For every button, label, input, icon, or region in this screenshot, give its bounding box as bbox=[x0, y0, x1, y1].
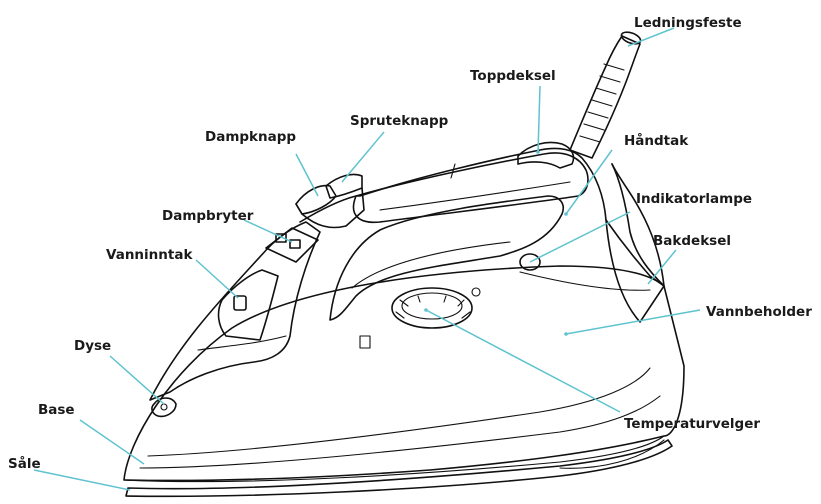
leader-sale bbox=[34, 470, 130, 490]
leader-dot-vannbeholder bbox=[564, 332, 568, 336]
label-toppdeksel: Toppdeksel bbox=[470, 68, 556, 84]
label-handtak: Håndtak bbox=[624, 132, 689, 149]
leader-toppdeksel bbox=[538, 86, 540, 152]
label-dyse: Dyse bbox=[74, 338, 111, 354]
leader-dot-toppdeksel bbox=[536, 150, 540, 154]
label-sale: Såle bbox=[8, 455, 41, 472]
leader-vanninntak bbox=[196, 260, 238, 298]
handle-opening-drawing bbox=[330, 196, 563, 320]
handle-drawing bbox=[353, 153, 587, 222]
label-base: Base bbox=[38, 402, 75, 418]
leader-dot-temperaturvelger bbox=[424, 308, 428, 312]
top-cover-drawing bbox=[518, 143, 574, 169]
label-temperaturvelger: Temperaturvelger bbox=[624, 416, 760, 432]
label-vannbeholder: Vannbeholder bbox=[706, 304, 812, 320]
soleplate-drawing bbox=[126, 440, 672, 496]
leader-spruteknapp bbox=[342, 132, 384, 182]
label-ledningsfeste: Ledningsfeste bbox=[634, 15, 742, 31]
soleplate-edge bbox=[124, 436, 664, 482]
base-skirt-line-2 bbox=[148, 368, 650, 456]
steam-button-drawing bbox=[296, 186, 336, 214]
leader-indikatorlampe bbox=[530, 212, 630, 262]
temperature-dial-drawing bbox=[392, 288, 472, 328]
label-dampbryter: Dampbryter bbox=[162, 208, 254, 224]
leader-temperaturvelger bbox=[426, 310, 620, 412]
iron-illustration bbox=[124, 30, 684, 496]
leader-dot-handtak bbox=[564, 212, 568, 216]
cord-end bbox=[620, 30, 642, 46]
leader-dyse bbox=[110, 356, 164, 404]
spray-button-drawing bbox=[326, 174, 362, 198]
label-indikatorlampe: Indikatorlampe bbox=[636, 191, 752, 207]
leader-bakdeksel bbox=[648, 250, 676, 284]
temperature-dial-inner bbox=[402, 293, 462, 319]
part-labels: Ledningsfeste Toppdeksel Spruteknapp Dam… bbox=[8, 15, 812, 472]
label-vanninntak: Vanninntak bbox=[106, 247, 193, 263]
water-inlet-drawing bbox=[219, 270, 278, 340]
water-tank-contour bbox=[520, 272, 650, 290]
label-spruteknapp: Spruteknapp bbox=[350, 113, 449, 129]
water-inlet-cap bbox=[234, 296, 246, 310]
label-dampknapp: Dampknapp bbox=[205, 129, 296, 145]
handle-opening-inner bbox=[352, 242, 510, 288]
temperature-dial-pointer bbox=[472, 288, 480, 296]
brand-mark bbox=[360, 336, 370, 348]
label-bakdeksel: Bakdeksel bbox=[653, 233, 731, 249]
leader-dampknapp bbox=[296, 154, 318, 196]
nozzle-hole bbox=[161, 404, 167, 410]
